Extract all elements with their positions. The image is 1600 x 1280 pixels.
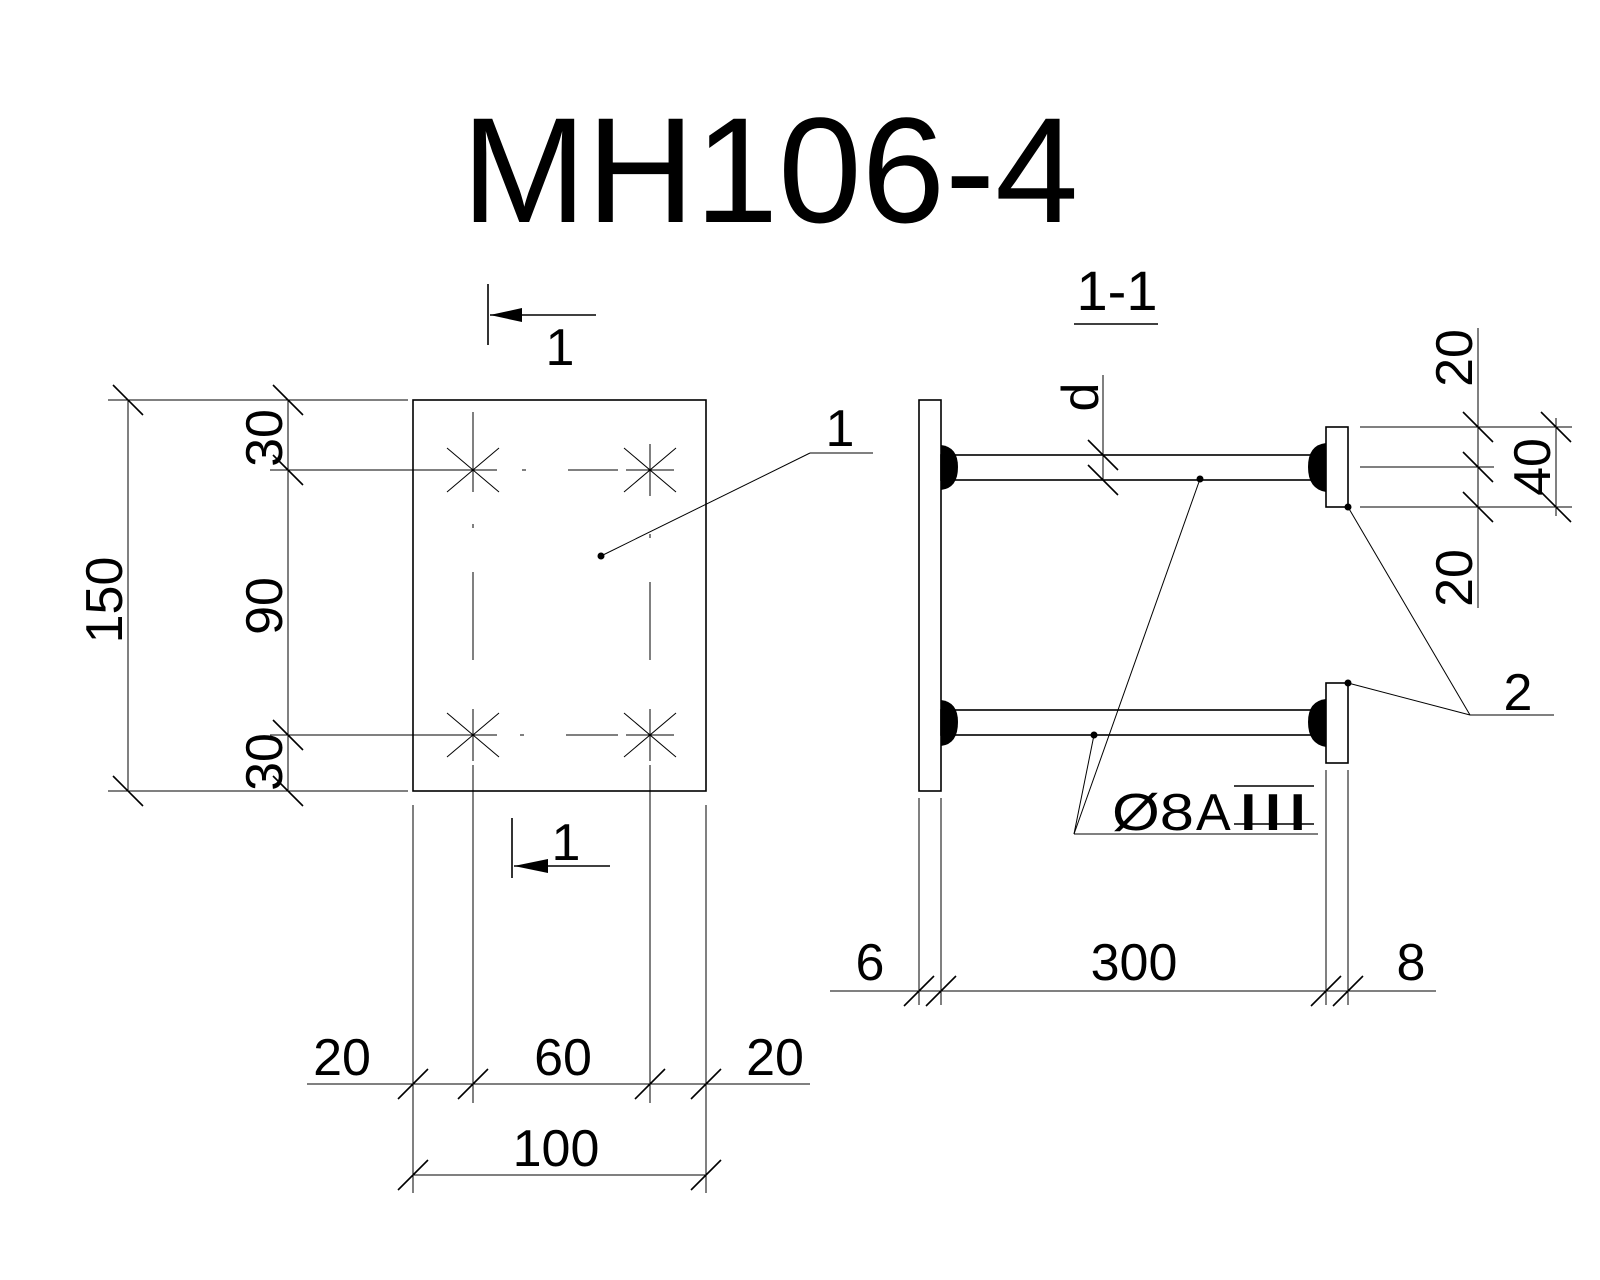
callout-end-plate-number: 2 — [1504, 664, 1533, 722]
section-title: 1-1 — [1077, 259, 1158, 322]
plan-view: 1 1 1 150 — [76, 284, 873, 1193]
section-view: 1-1 d Ø8 А III — [830, 259, 1572, 1007]
dim-bottom-label: 20 — [1426, 549, 1484, 607]
section-mark-top: 1 — [546, 319, 575, 377]
dim-top-offset-label: 30 — [236, 409, 294, 467]
weld-bottom-right — [1308, 699, 1326, 747]
section-arrow-top: 1 — [487, 284, 596, 377]
dim-width-chain: 20 60 20 — [307, 765, 810, 1193]
dim-length-label: 300 — [1091, 934, 1178, 992]
dim-height-label: 40 — [1504, 438, 1562, 496]
weld-top-left — [941, 445, 958, 490]
stud-mark-bottom-right — [623, 709, 677, 761]
rebar-grade: III — [1236, 784, 1310, 842]
dim-middle-width-label: 60 — [534, 1029, 592, 1087]
centerlines — [472, 469, 651, 736]
dim-d: d — [1052, 375, 1119, 496]
callout-plate: 1 — [597, 400, 873, 560]
dim-length-chain: 6 300 8 — [830, 770, 1436, 1007]
dim-width-total: 100 — [397, 1120, 722, 1191]
section-base-plate — [918, 399, 942, 792]
stud-mark-top-right — [623, 444, 677, 496]
anchor-bar-bottom — [940, 709, 1318, 736]
dim-plate-label: 6 — [856, 934, 885, 992]
dim-end-plate-label: 8 — [1397, 934, 1426, 992]
dim-height-chain: 30 90 30 — [236, 384, 466, 807]
dim-height-total: 150 — [76, 384, 408, 807]
anchor-bar-top — [940, 454, 1318, 481]
end-plate-top — [1325, 426, 1349, 508]
rebar-class: А — [1196, 784, 1231, 842]
stud-mark-top-left — [446, 412, 500, 493]
section-mark-bottom: 1 — [552, 814, 581, 872]
end-plate-bottom — [1325, 682, 1349, 764]
dim-left-offset-label: 20 — [313, 1029, 371, 1087]
dim-middle-label: 90 — [236, 577, 294, 635]
dim-height-total-label: 150 — [76, 557, 134, 644]
dim-d-label: d — [1052, 383, 1110, 412]
dim-top-label: 20 — [1426, 329, 1484, 387]
dim-end-plate-vertical: 20 40 20 — [1360, 328, 1572, 608]
stud-center-marks — [446, 412, 677, 761]
section-arrow-bottom: 1 — [511, 814, 610, 878]
drawing-title: MH106-4 — [462, 86, 1079, 254]
weld-top-right — [1308, 443, 1326, 492]
embedded-plate-outline — [412, 399, 707, 792]
rebar-diameter: Ø8 — [1112, 784, 1194, 842]
dim-bottom-offset-label: 30 — [236, 733, 294, 791]
dim-width-total-label: 100 — [513, 1120, 600, 1178]
callout-end-plate: 2 — [1344, 503, 1554, 722]
callout-plate-number: 1 — [826, 400, 855, 458]
weld-bottom-left — [941, 700, 958, 746]
rebar-callout: Ø8 А III — [1073, 475, 1318, 842]
dim-right-offset-label: 20 — [746, 1029, 804, 1087]
